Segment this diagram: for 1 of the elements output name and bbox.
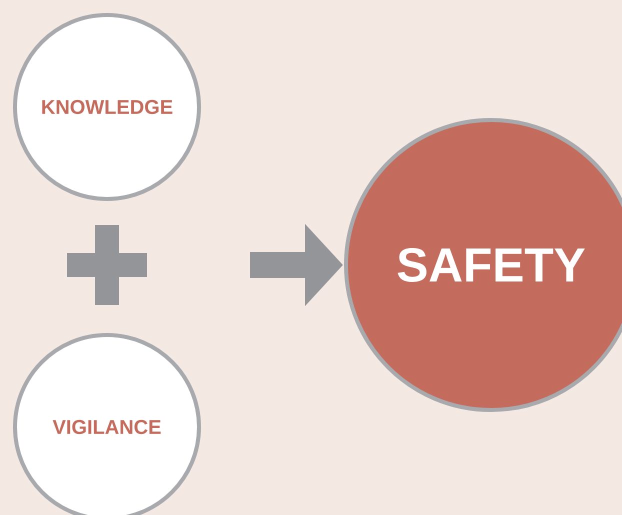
plus-sign <box>67 225 147 305</box>
